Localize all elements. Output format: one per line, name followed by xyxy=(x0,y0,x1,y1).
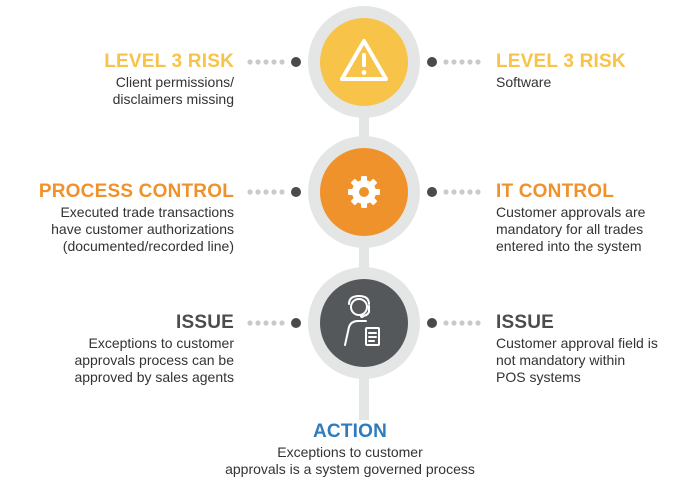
connector-left-1 xyxy=(247,57,301,67)
row1-right-heading: LEVEL 3 RISK xyxy=(496,51,626,72)
row3-right-line: POS systems xyxy=(496,369,581,385)
row1-left-text: Client permissions/ disclaimers missing xyxy=(104,74,234,108)
row3-left-heading: ISSUE xyxy=(175,312,234,333)
row2-right: IT CONTROL Customer approvals are mandat… xyxy=(496,181,645,255)
connector-left-2 xyxy=(247,187,301,197)
action-text: Exceptions to customer approvals is a sy… xyxy=(150,444,550,478)
row1-left-heading: LEVEL 3 RISK xyxy=(104,51,234,72)
row1-right-line: Software xyxy=(496,74,552,90)
row3-right-line: Customer approval field is xyxy=(496,335,658,351)
action-heading: ACTION xyxy=(312,421,388,442)
agent-with-document-icon xyxy=(344,295,380,346)
row2-left-line: have customer authorizations xyxy=(51,221,234,237)
row2-right-text: Customer approvals are mandatory for all… xyxy=(496,204,645,255)
row2-right-heading: IT CONTROL xyxy=(496,181,615,202)
action-line: approvals is a system governed process xyxy=(225,461,475,477)
connector-right-2 xyxy=(427,187,481,197)
row2-left: PROCESS CONTROL Executed trade transacti… xyxy=(39,181,234,255)
action-block: ACTION Exceptions to customer approvals … xyxy=(150,421,550,478)
row3-left-line: approved by sales agents xyxy=(74,369,234,385)
row3-left-line: Exceptions to customer xyxy=(88,335,234,351)
row2-left-line: Executed trade transactions xyxy=(60,204,234,220)
row1-left-line: disclaimers missing xyxy=(112,91,234,107)
node-control xyxy=(308,136,420,248)
row2-right-line: entered into the system xyxy=(496,238,642,254)
row2-left-text: Executed trade transactions have custome… xyxy=(39,204,234,255)
row3-right: ISSUE Customer approval field is not man… xyxy=(496,312,658,386)
row1-left: LEVEL 3 RISK Client permissions/ disclai… xyxy=(104,51,234,108)
gear-icon xyxy=(348,176,380,208)
connector-right-1 xyxy=(427,57,481,67)
row3-right-text: Customer approval field is not mandatory… xyxy=(496,335,658,386)
warning-triangle-icon xyxy=(340,39,388,81)
row2-left-heading: PROCESS CONTROL xyxy=(38,181,234,202)
row3-left-line: approvals process can be xyxy=(74,352,234,368)
row2-right-line: Customer approvals are xyxy=(496,204,646,220)
node-level3-risk xyxy=(308,6,420,118)
row2-right-line: mandatory for all trades xyxy=(496,221,644,237)
row3-left-text: Exceptions to customer approvals process… xyxy=(74,335,234,386)
action-line: Exceptions to customer xyxy=(277,444,423,460)
row1-right-text: Software xyxy=(496,74,626,91)
row2-left-line: (documented/recorded line) xyxy=(62,238,234,254)
row1-right: LEVEL 3 RISK Software xyxy=(496,51,626,91)
vertical-connector xyxy=(359,100,369,420)
connector-left-3 xyxy=(247,318,301,328)
row3-right-heading: ISSUE xyxy=(496,312,555,333)
row3-right-line: not mandatory within xyxy=(496,352,626,368)
node-issue xyxy=(308,267,420,379)
row3-left: ISSUE Exceptions to customer approvals p… xyxy=(74,312,234,386)
connector-right-3 xyxy=(427,318,481,328)
row1-left-line: Client permissions/ xyxy=(115,74,234,90)
